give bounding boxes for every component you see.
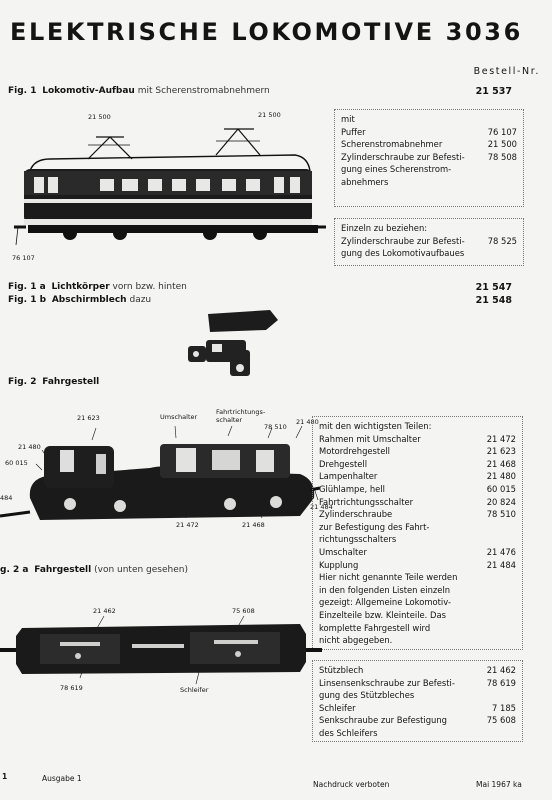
fig2-callout-switch: Umschalter (160, 413, 198, 421)
fig1b-heading: Fig. 1 b Abschirmblech dazu (8, 295, 152, 305)
fig1-number: 21 537 (475, 86, 512, 97)
fig2-box-row: mit den wichtigsten Teilen: (319, 421, 432, 431)
fig2-box-row: nicht abgegeben. (319, 635, 393, 646)
fig2-box-row: zur Befestigung des Fahrt- (319, 521, 430, 532)
reprint-notice: Nachdruck verboten (313, 780, 390, 789)
fig1-box2-row: Zylinderschraube zur Befesti-78 525 (341, 235, 517, 246)
fig2-callout-bulb: 60 015 (5, 459, 28, 467)
fig2-box-row: gezeigt: Allgemeine Lokomotiv- (319, 597, 452, 608)
fig2a-callout-lens-screw: 78 619 (60, 684, 83, 692)
fig2-callout-motor-bogie: 21 623 (77, 414, 100, 422)
fig2-box-row: komplette Fahrgestell wird (319, 622, 431, 633)
fig1a-number: 21 547 (475, 282, 512, 293)
fig2a-callout-support-plate: 21 462 (93, 607, 116, 615)
fig2-box-row: Hier nicht genannte Teile werden (319, 572, 458, 583)
fig2-callout-coupling-left: 484 (0, 494, 13, 502)
issue-date: Mai 1967 ka (476, 780, 522, 789)
edition-note: Ausgabe 1 (42, 774, 82, 783)
fig1-box1-row: mit (341, 114, 355, 124)
fig1b-number: 21 548 (475, 295, 512, 306)
fig2-callout-frame: 21 472 (176, 521, 199, 529)
fig1-box2-row: gung des Lokomotivaufbaues (341, 248, 465, 259)
fig1-callout-buffer: 76 107 (12, 254, 35, 262)
fig2-callout-direction-switch-2: schalter (216, 416, 243, 424)
fig2a-box-row: des Schleifers (319, 727, 378, 738)
light-body-and-shield-illustration (188, 310, 278, 376)
fig1-separately-box: Einzeln zu beziehen: Zylinderschraube zu… (334, 218, 524, 266)
fig1-subtitle: mit Scherenstromabnehmern (137, 86, 270, 96)
page-number: 1 (2, 772, 8, 781)
fig1-heading: Fig. 1 Lokomotiv-Aufbau mit Scherenstrom… (8, 86, 270, 96)
fig2-box-row: in den folgenden Listen einzeln (319, 584, 451, 595)
fig2a-box-row: gung des Stützbleches (319, 690, 415, 701)
fig1-box1-row: gung eines Scherenstrom- (341, 164, 452, 175)
fig2-callout-lamp-holder-left: 21 480 (18, 443, 41, 451)
chassis-illustration (0, 425, 321, 520)
fig1-callout-pantograph-right: 21 500 (258, 111, 281, 119)
fig2-box-row: richtungsschalters (319, 534, 397, 545)
fig1-box1-row: Zylinderschraube zur Befesti-78 508 (341, 151, 517, 162)
fig2a-box-row: Linsensenkschraube zur Befesti-78 619 (319, 677, 516, 688)
fig2-callout-lamp-holder-right: 21 480 (296, 418, 319, 426)
chassis-underside-illustration (0, 615, 322, 685)
page-title: ELEKTRISCHE LOKOMOTIVE 3036 (10, 18, 523, 46)
fig1-title: Lokomotiv-Aufbau (42, 86, 135, 96)
fig2a-heading: g. 2 a Fahrgestell (von unten gesehen) (0, 565, 188, 575)
fig2-parts-box: mit den wichtigsten Teilen: Rahmen mit U… (312, 416, 523, 650)
fig1a-heading: Fig. 1 a Lichtkörper vorn bzw. hinten (8, 282, 187, 292)
fig1-callout-pantograph-left: 21 500 (88, 113, 111, 121)
fig1-box1-row: abnehmers (341, 176, 389, 187)
fig1-label: Fig. 1 (8, 86, 37, 96)
fig2-callout-bogie: 21 468 (242, 521, 265, 529)
fig2-box-row: Einzelteile bzw. Kleinteile. Das (319, 609, 446, 620)
fig2-heading: Fig. 2 Fahrgestell (8, 377, 100, 387)
bestell-nr-label: Bestell-Nr. (473, 66, 540, 77)
fig1-box2-row: Einzeln zu beziehen: (341, 223, 428, 233)
locomotive-body-illustration (14, 128, 326, 246)
fig2-callout-direction-switch-1: Fahrtrichtungs- (216, 408, 266, 416)
fig2-callout-coupling-right: 21 484 (310, 503, 333, 511)
fig2-callout-screw: 78 510 (264, 423, 287, 431)
fig2a-callout-collector-shoe: Schleifer (180, 686, 209, 694)
fig2a-callout-countersunk-screw: 75 608 (232, 607, 255, 615)
